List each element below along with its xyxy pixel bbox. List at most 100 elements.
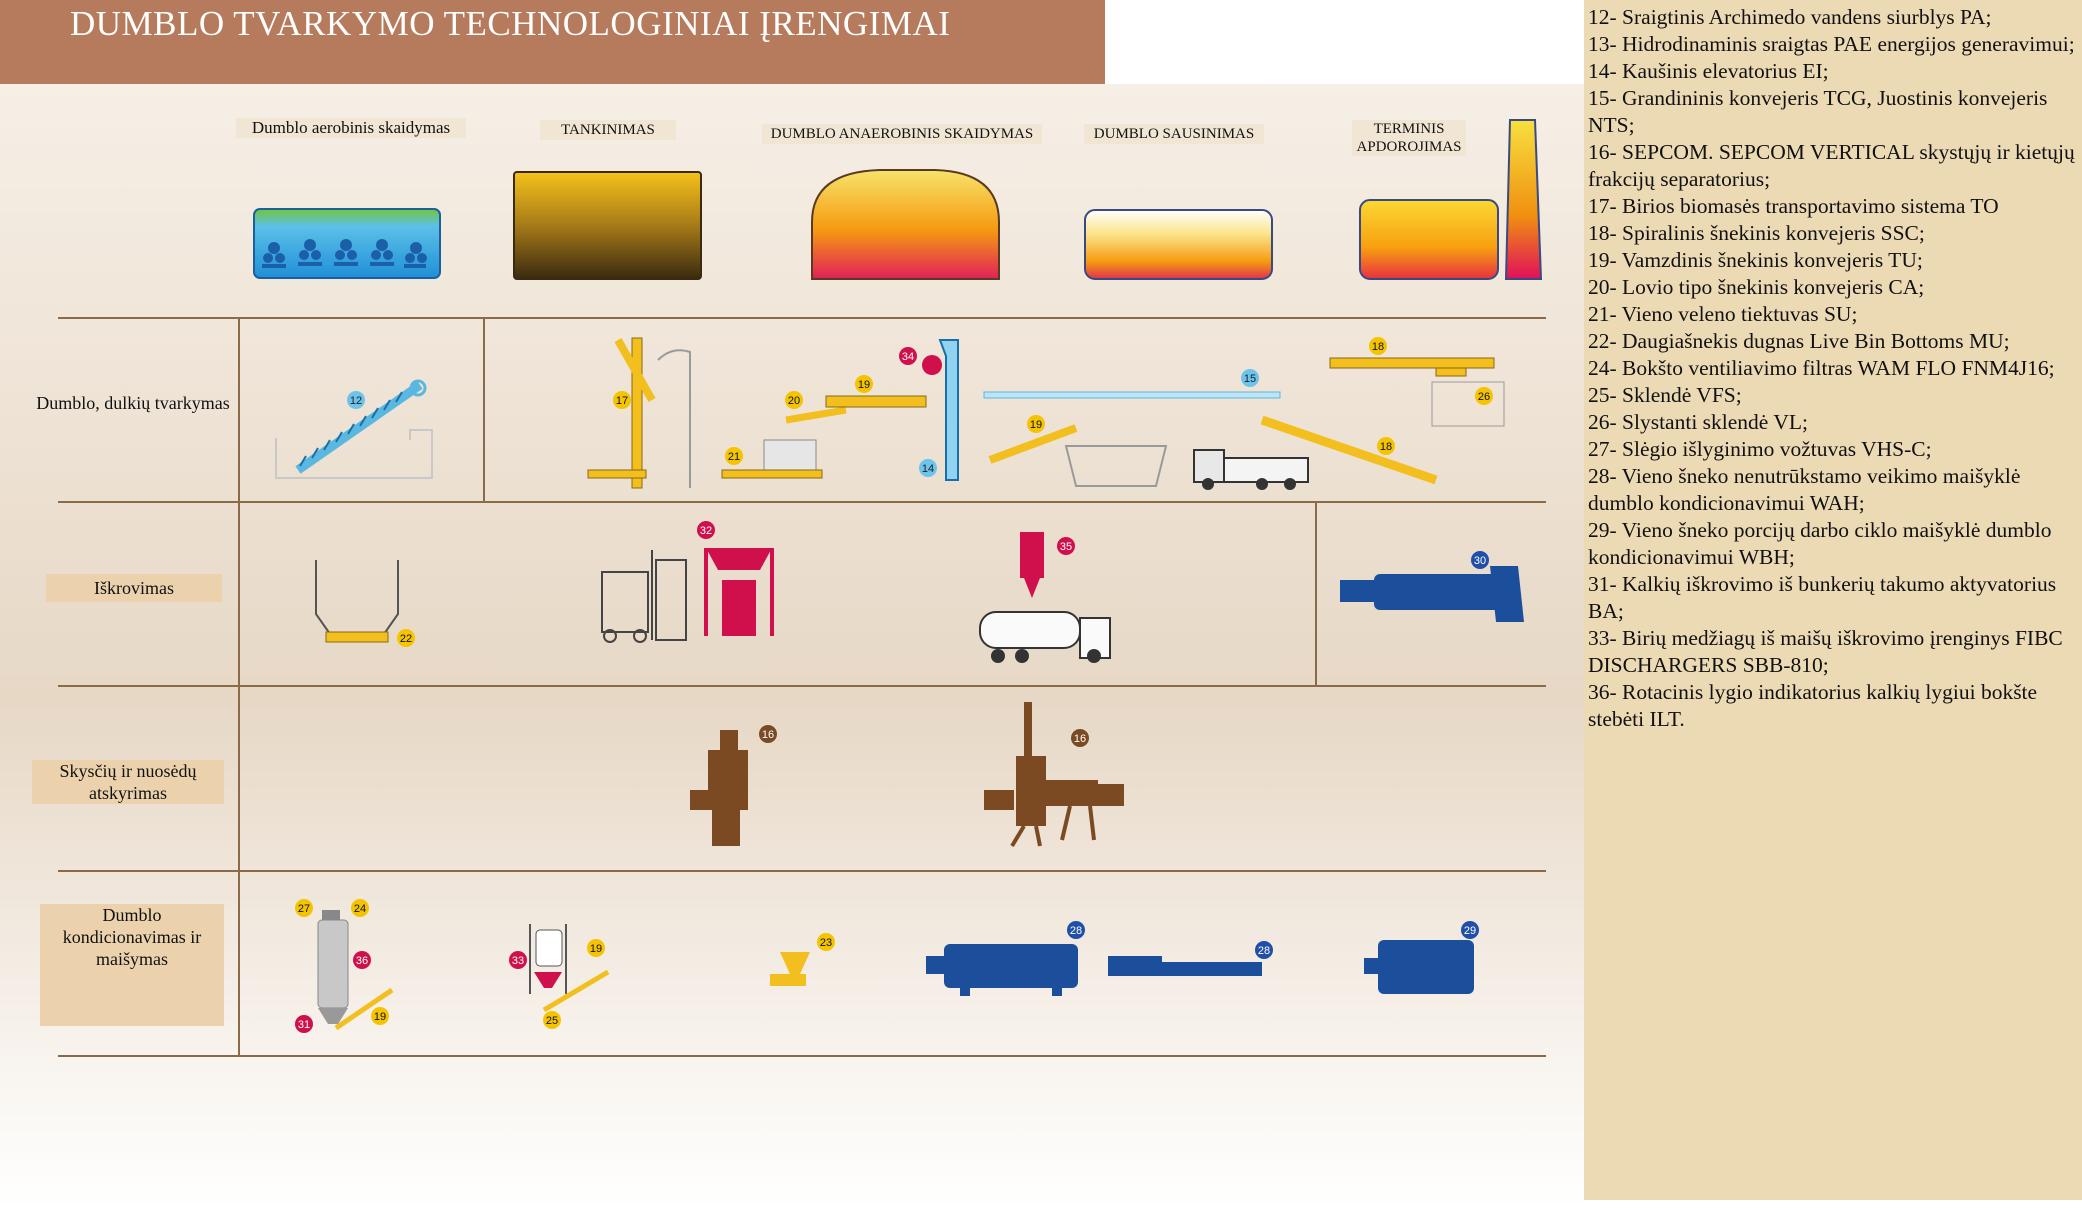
equipment-number-marker: 22 (397, 629, 415, 647)
lime-silo-icon (317, 910, 394, 1031)
equipment-number-label: 28 (1258, 945, 1270, 957)
equipment-number-marker: 34 (899, 347, 917, 365)
sepcom-horizontal-separator-icon (984, 702, 1124, 848)
equipment-number-marker: 36 (353, 951, 371, 969)
legend-list: 12- Sraigtinis Archimedo vandens siurbly… (1588, 4, 2078, 733)
equipment-number-label: 18 (1380, 441, 1392, 453)
legend-item: 20- Lovio tipo šnekinis konvejeris CA; (1588, 275, 1925, 299)
legend-item: 31- Kalkių iškrovimo iš bunkerių takumo … (1588, 572, 2057, 623)
equipment-number-label: 14 (922, 463, 934, 475)
category-anaerobic-digestion: DUMBLO ANAEROBINIS SKAIDYMAS (762, 124, 1042, 144)
equipment-number-marker: 26 (1475, 387, 1493, 405)
equipment-number-marker: 17 (613, 391, 631, 409)
biomass-transport-system-icon (587, 337, 691, 489)
equipment-number-label: 35 (1060, 541, 1072, 553)
legend-item: 29- Vieno šneko porcijų darbo ciklo maiš… (1588, 518, 2052, 569)
thickening-tank-icon (513, 171, 702, 280)
chain-conveyor-icon (983, 391, 1281, 399)
equipment-number-marker: 25 (543, 1011, 561, 1029)
equipment-number-marker: 18 (1369, 337, 1387, 355)
category-thermal-treatment: TERMINIS APDOROJIMAS (1352, 120, 1466, 156)
row-label-unloading: Iškrovimas (46, 574, 222, 602)
equipment-number-marker: 19 (1027, 415, 1045, 433)
equipment-number-label: 21 (728, 451, 740, 463)
equipment-number-label: 19 (374, 1011, 386, 1023)
continuous-mixer-wah-small-icon (1108, 956, 1262, 976)
equipment-number-label: 20 (788, 395, 800, 407)
equipment-number-marker: 15 (1241, 369, 1259, 387)
legend-item: 14- Kaušinis elevatorius EI; (1588, 59, 1829, 83)
equipment-number-marker: 19 (855, 375, 873, 393)
sepcom-vertical-separator-icon (690, 730, 748, 846)
equipment-number-label: 26 (1478, 391, 1490, 403)
equipment-number-label: 30 (1474, 555, 1486, 567)
batch-mixer-wbh-icon (1364, 940, 1474, 994)
row-label-liquid-sediment-separation: Skysčių ir nuosėdų atskyrimas (32, 760, 224, 804)
equipment-number-marker: 27 (295, 899, 313, 917)
equipment-number-label: 28 (1070, 925, 1082, 937)
equipment-number-label: 15 (1244, 373, 1256, 385)
equipment-number-marker: 18 (1377, 437, 1395, 455)
equipment-number-label: 34 (902, 351, 914, 363)
legend-item: 16- SEPCOM. SEPCOM VERTICAL skystųjų ir … (1588, 140, 2075, 191)
legend-item: 25- Sklendė VFS; (1588, 383, 1742, 407)
equipment-number-marker: 19 (371, 1007, 389, 1025)
equipment-number-marker: 28 (1255, 941, 1273, 959)
single-shaft-feeder-icon (770, 952, 810, 986)
row-label-conditioning-mixing: Dumblo kondicionavimas ir maišymas (40, 904, 224, 1026)
equipment-number-marker: 21 (725, 447, 743, 465)
equipment-number-label: 31 (298, 1019, 310, 1031)
equipment-number-marker: 32 (697, 521, 715, 539)
legend-item: 27- Slėgio išlyginimo vožtuvas VHS-C; (1588, 437, 1932, 461)
legend-item: 24- Bokšto ventiliavimo filtras WAM FLO … (1588, 356, 2055, 380)
equipment-number-label: 17 (616, 395, 628, 407)
bag-discharger-icon (704, 548, 774, 636)
category-aerobic-digestion: Dumblo aerobinis skaidymas (236, 118, 466, 138)
equipment-number-label: 22 (400, 633, 412, 645)
trough-screw-conveyor-icon (721, 395, 927, 479)
equipment-number-marker: 28 (1067, 921, 1085, 939)
blue-mixer-row2-icon (1340, 566, 1524, 622)
equipment-number-label: 23 (820, 937, 832, 949)
archimedes-pump-icon (275, 379, 433, 479)
page-title: DUMBLO TVARKYMO TECHNOLOGINIAI ĮRENGIMAI (70, 4, 951, 43)
equipment-number-label: 19 (1030, 419, 1042, 431)
diagram-background (0, 84, 1584, 1208)
spiral-screw-conveyor-icon (1260, 357, 1505, 485)
legend-item: 15- Grandininis konvejeris TCG, Juostini… (1588, 86, 2048, 137)
equipment-number-marker: 24 (351, 899, 369, 917)
equipment-number-marker: 14 (919, 459, 937, 477)
equipment-number-marker: 31 (295, 1015, 313, 1033)
equipment-number-label: 32 (700, 525, 712, 537)
tanker-truck-icon (979, 532, 1111, 663)
legend-item: 28- Vieno šneko nenutrūkstamo veikimo ma… (1588, 464, 2021, 515)
equipment-number-label: 12 (350, 395, 362, 407)
legend-item: 18- Spiralinis šnekinis konvejeris SSC; (1588, 221, 1925, 245)
equipment-number-marker: 20 (785, 391, 803, 409)
continuous-mixer-wah-large-icon (926, 944, 1078, 996)
equipment-number-marker: 35 (1057, 537, 1075, 555)
category-thickening: TANKINIMAS (540, 120, 676, 140)
legend-panel (1584, 0, 2082, 1200)
equipment-number-marker: 16 (759, 725, 777, 743)
fibc-discharger-icon (529, 924, 610, 1013)
row-label-sludge-dust-handling: Dumblo, dulkių tvarkymas (36, 393, 230, 413)
title-banner (0, 0, 1105, 84)
legend-item: 13- Hidrodinaminis sraigtas PAE energijo… (1588, 32, 2075, 56)
legend-item: 21- Vieno veleno tiektuvas SU; (1588, 302, 1858, 326)
equipment-number-label: 19 (590, 943, 602, 955)
equipment-number-label: 27 (298, 903, 310, 915)
tube-screw-conveyor-icon (988, 424, 1168, 487)
legend-item: 12- Sraigtinis Archimedo vandens siurbly… (1588, 5, 1992, 29)
thermal-furnace-icon (1359, 119, 1543, 280)
category-drying: DUMBLO SAUSINIMAS (1084, 124, 1264, 144)
truck-icon (1193, 449, 1309, 490)
equipment-number-marker: 29 (1461, 921, 1479, 939)
digester-icon (811, 169, 1000, 280)
legend-item: 19- Vamzdinis šnekinis konvejeris TU; (1588, 248, 1923, 272)
equipment-number-marker: 19 (587, 939, 605, 957)
legend-item: 36- Rotacinis lygio indikatorius kalkių … (1588, 680, 2038, 731)
aerobic-tank-icon (253, 208, 441, 279)
